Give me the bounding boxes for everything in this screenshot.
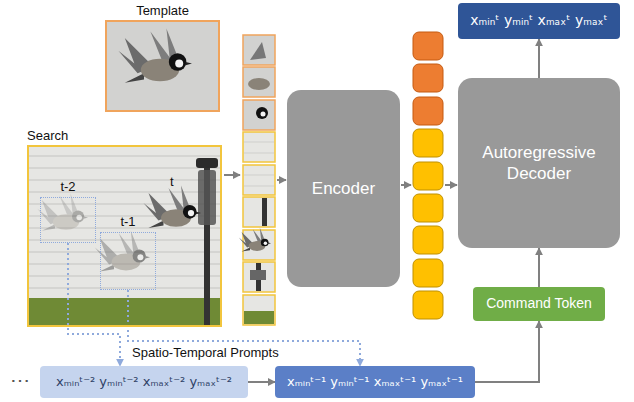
output-box: xₘᵢₙᵗ yₘᵢₙᵗ xₘₐₓᵗ yₘₐₓᵗ — [458, 3, 620, 39]
connector — [128, 290, 360, 366]
frame-heading: Template — [136, 3, 189, 18]
decoder-block: Autoregressive Decoder — [458, 78, 620, 248]
prompt-token: xₘᵢₙᵗ⁻² yₘᵢₙᵗ⁻² xₘₐₓᵗ⁻² yₘₐₓᵗ⁻² — [40, 366, 248, 398]
block-text: xₘᵢₙᵗ⁻¹ yₘᵢₙᵗ⁻¹ xₘₐₓᵗ⁻¹ yₘₐₓᵗ⁻¹ — [287, 374, 463, 390]
time-label: t — [170, 174, 174, 189]
command-token: Command Token — [473, 287, 605, 321]
connector — [248, 381, 275, 383]
block-text: Command Token — [486, 295, 592, 313]
section-label: Spatio-Temporal Prompts — [132, 345, 279, 360]
template-image — [105, 20, 220, 112]
connector — [475, 321, 539, 382]
encoder-block: Encoder — [287, 90, 400, 287]
block-text: Encoder — [312, 178, 375, 199]
ellipsis: ⋯ — [10, 368, 30, 392]
image-patches — [239, 35, 275, 325]
connector — [538, 248, 540, 287]
search-frame: Searcht-2t-1 — [27, 145, 222, 327]
block-text: xₘᵢₙᵗ⁻² yₘᵢₙᵗ⁻² xₘₐₓᵗ⁻² yₘₐₓᵗ⁻² — [56, 374, 232, 390]
block-text: Autoregressive Decoder — [466, 142, 612, 185]
frame-heading: Search — [27, 128, 68, 143]
frame-heading: t-1 — [120, 214, 135, 229]
frame-heading: t-2 — [60, 179, 75, 194]
template-frame: Template — [105, 20, 220, 112]
prompt-token: xₘᵢₙᵗ⁻¹ yₘᵢₙᵗ⁻¹ xₘₐₓᵗ⁻¹ yₘₐₓᵗ⁻¹ — [275, 366, 475, 398]
search-image — [27, 145, 222, 327]
past-box: t-2 — [40, 197, 96, 243]
connector — [68, 243, 120, 366]
feature-tokens — [413, 32, 443, 319]
block-text: xₘᵢₙᵗ yₘᵢₙᵗ xₘₐₓᵗ yₘₐₓᵗ — [470, 12, 607, 30]
previous-box: t-1 — [100, 232, 156, 290]
connector — [538, 39, 540, 78]
